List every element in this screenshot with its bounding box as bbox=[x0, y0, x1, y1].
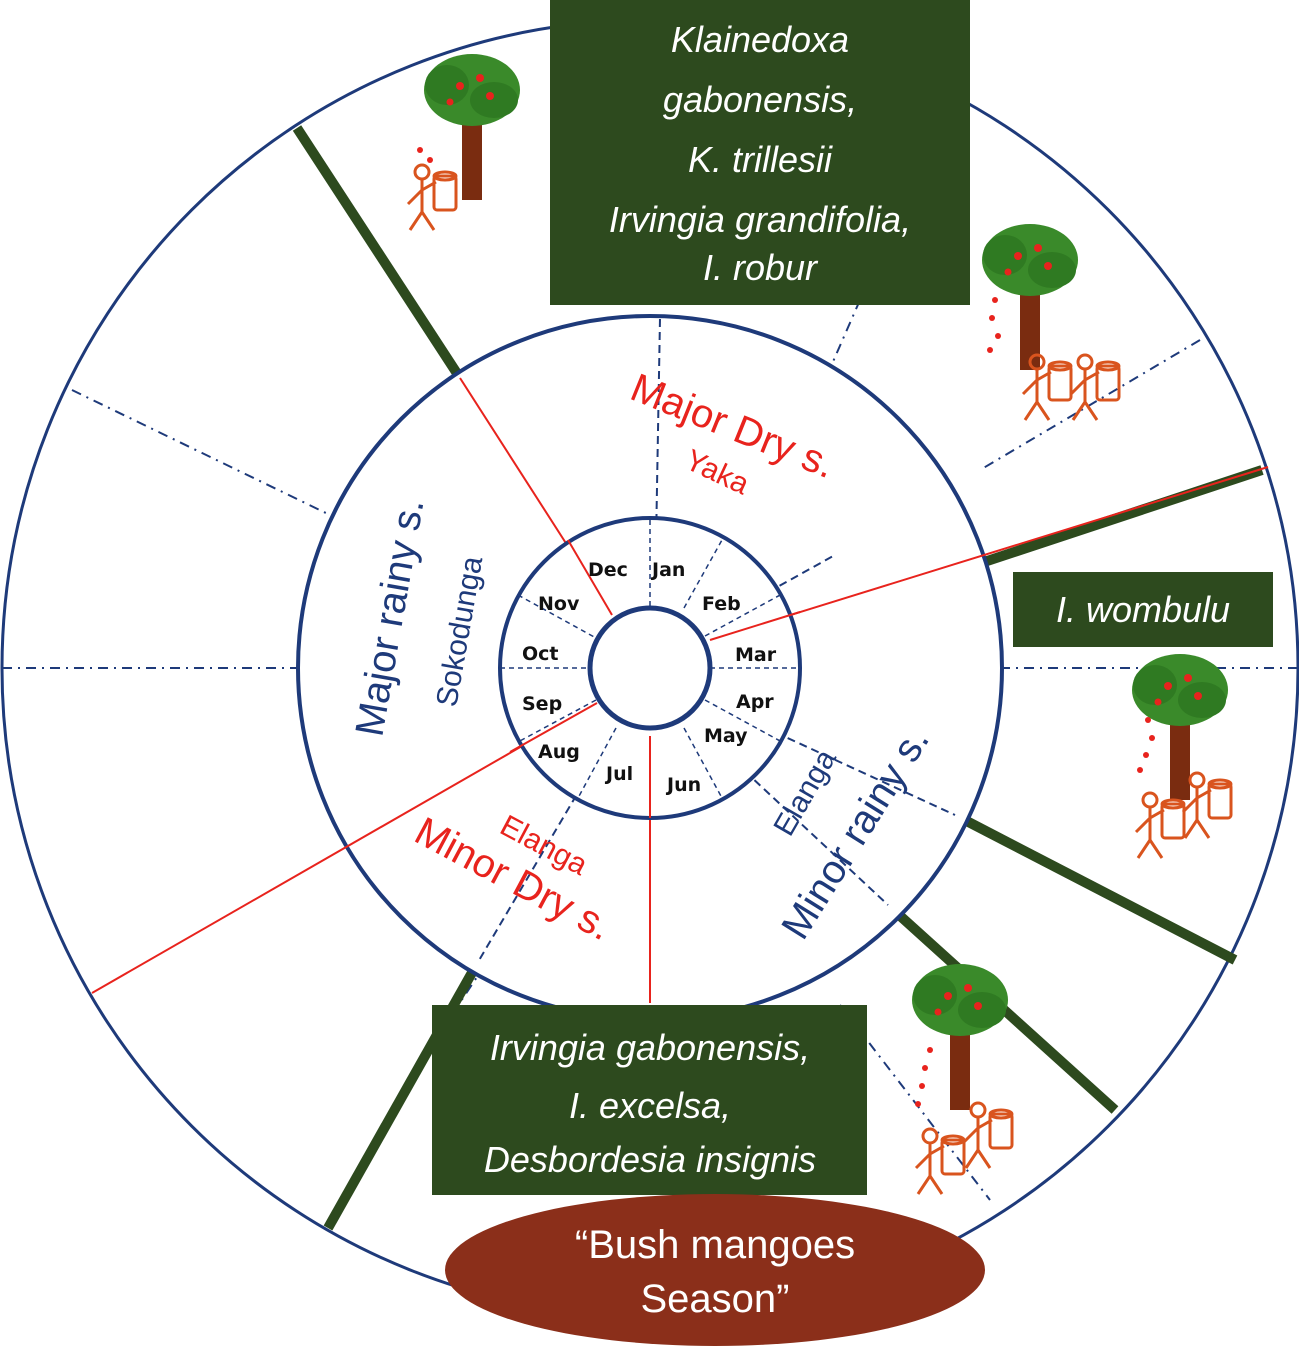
fruit-tree-icon-top-right bbox=[982, 224, 1121, 422]
species-top-line-4: Irvingia grandifolia, bbox=[609, 199, 911, 240]
month-red-dividers bbox=[509, 539, 801, 818]
species-top-line-5: I. robur bbox=[703, 247, 819, 288]
month-label-sep: Sep bbox=[522, 693, 562, 715]
month-label-apr: Apr bbox=[736, 691, 774, 713]
month-labels: Jan Feb Mar Apr May Jun Jul Aug Sep Oct … bbox=[522, 559, 777, 796]
month-label-jan: Jan bbox=[650, 559, 685, 581]
harvester-figure-icon bbox=[962, 1101, 1014, 1170]
month-label-jul: Jul bbox=[604, 763, 633, 785]
month-label-feb: Feb bbox=[702, 593, 741, 615]
bush-mangoes-line-1: “Bush mangoes bbox=[575, 1223, 855, 1267]
species-box-top: Klainedoxa gabonensis, K. trillesii Irvi… bbox=[550, 0, 970, 305]
species-top-line-1: Klainedoxa bbox=[671, 19, 849, 60]
month-label-oct: Oct bbox=[522, 643, 559, 665]
month-label-nov: Nov bbox=[538, 593, 580, 615]
month-label-dec: Dec bbox=[588, 559, 628, 581]
month-dividers bbox=[500, 520, 800, 799]
harvester-figure-icon bbox=[1021, 353, 1073, 422]
fruit-tree-icon-right bbox=[1132, 654, 1233, 860]
harvester-figure-icon bbox=[1181, 771, 1233, 840]
harvester-figure-icon bbox=[1134, 791, 1186, 860]
month-label-jun: Jun bbox=[665, 774, 701, 796]
species-bottom-line-2: I. excelsa, bbox=[569, 1085, 731, 1126]
species-bottom-line-3: Desbordesia insignis bbox=[484, 1139, 816, 1180]
month-label-mar: Mar bbox=[735, 644, 777, 666]
species-bottom-line-1: Irvingia gabonensis, bbox=[490, 1027, 810, 1068]
harvester-figure-icon bbox=[1069, 353, 1121, 422]
month-label-may: May bbox=[704, 725, 748, 747]
species-box-bottom: Irvingia gabonensis, I. excelsa, Desbord… bbox=[432, 1005, 867, 1195]
fruit-tree-icon-bottom-right bbox=[912, 964, 1014, 1196]
month-label-aug: Aug bbox=[538, 741, 580, 763]
harvester-figure-icon bbox=[914, 1127, 966, 1196]
harvester-figure-icon bbox=[406, 163, 458, 232]
bush-mangoes-line-2: Season” bbox=[641, 1277, 790, 1321]
species-top-line-3: K. trillesii bbox=[688, 139, 833, 180]
species-top-line-2: gabonensis, bbox=[663, 79, 857, 120]
fruit-tree-icon-top-left bbox=[406, 54, 520, 232]
species-right-line-1: I. wombulu bbox=[1056, 589, 1230, 630]
species-box-right: I. wombulu bbox=[1013, 572, 1273, 647]
center-circle bbox=[587, 605, 713, 731]
bush-mangoes-oval: “Bush mangoes Season” bbox=[445, 1194, 985, 1346]
